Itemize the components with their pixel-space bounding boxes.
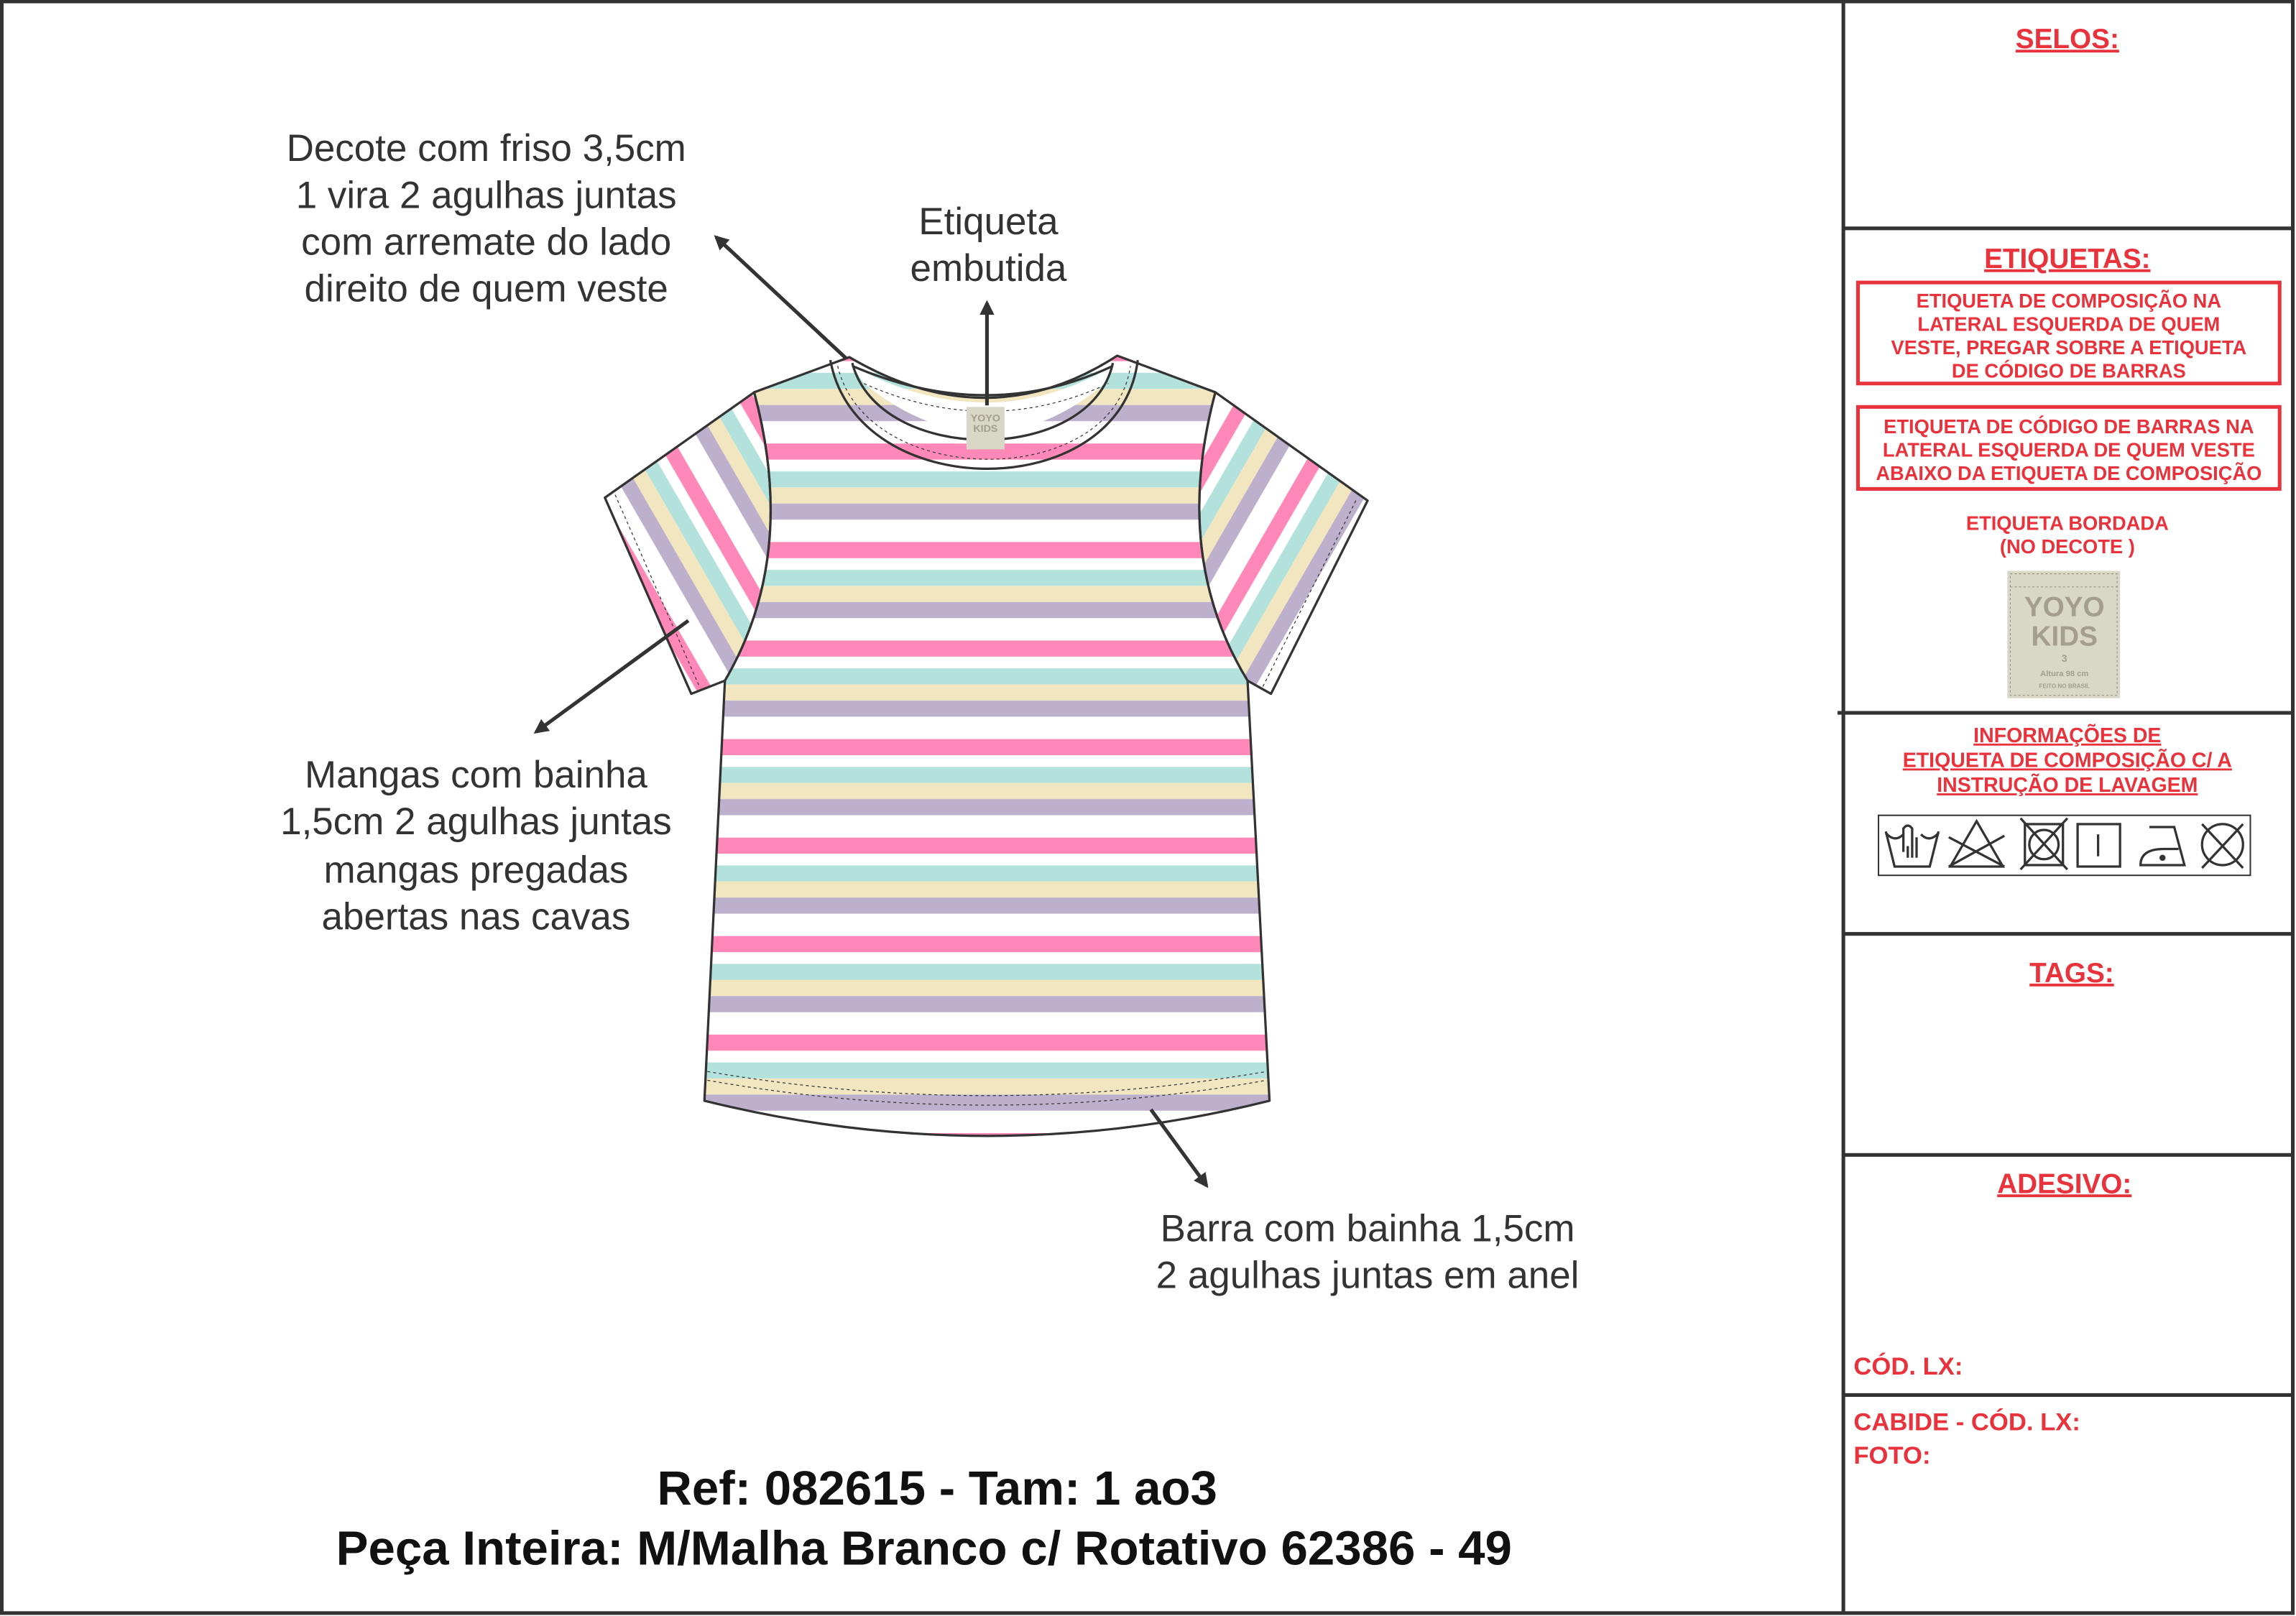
info-line: INFORMAÇÕES DE [1973,724,2161,747]
hem-annotation: Barra com bainha 1,5cm 2 agulhas juntas … [1156,1207,1580,1296]
care-symbols [1878,814,2251,877]
brand-label-height: Altura 98 cm [2040,670,2088,678]
neck-band [829,359,1139,471]
ref-line: Ref: 082615 - Tam: 1 ao3 [657,1462,1217,1515]
sleeve-annotation: Mangas com bainha 1,5cm 2 agulhas juntas… [280,754,672,938]
brand-label-line1: YOYO [2024,592,2105,623]
svg-text:Decote com friso 3,5cm: Decote com friso 3,5cm [287,127,686,170]
box1-line: VESTE, PREGAR SOBRE A ETIQUETA [1891,336,2247,359]
svg-text:Etiqueta: Etiqueta [918,200,1059,243]
do-not-dry-clean-icon [2200,823,2244,869]
svg-text:direito de quem veste: direito de quem veste [305,268,668,310]
etiquetas-heading: ETIQUETAS: [1984,244,2150,274]
brand-label-line2: KIDS [2032,621,2098,652]
back-neck [852,366,1113,433]
neck-brand-label [966,407,1005,450]
line-dry-icon [2076,823,2121,868]
info-line: INSTRUÇÃO DE LAVAGEM [1937,774,2198,797]
bordada-line: ETIQUETA BORDADA [1966,512,2169,534]
neckline-annotation: Decote com friso 3,5cm 1 vira 2 agulhas … [287,127,686,310]
hem-arrow [1149,1108,1209,1188]
box2-line: ABAIXO DA ETIQUETA DE COMPOSIÇÃO [1876,462,2262,484]
composition-label-box [1855,280,2282,386]
svg-text:com arremate do lado: com arremate do lado [301,221,671,263]
tshirt-illustration: YOYO KIDS [604,354,1369,1137]
box1-line: ETIQUETA DE COMPOSIÇÃO NA [1917,290,2221,312]
cod-lx-label: CÓD. LX: [1853,1352,1963,1380]
hem-stitch [707,1071,1267,1096]
annotation-arrows [533,235,1209,1188]
neck-label-text: YOYO [971,413,1000,425]
hand-wash-icon [1884,824,1940,868]
bordada-line: (NO DECOTE ) [2000,535,2135,558]
cabide-label: CABIDE - CÓD. LX: [1853,1407,2080,1436]
brand-label-origin: FEITO NO BRASIL [2039,683,2090,689]
selos-heading: SELOS: [2016,24,2119,55]
svg-text:1,5cm 2 agulhas juntas: 1,5cm 2 agulhas juntas [280,800,672,843]
neck-label-text: KIDS [973,423,997,435]
svg-text:embutida: embutida [910,247,1067,290]
piece-line: Peça Inteira: M/Malha Branco c/ Rotativo… [336,1522,1512,1576]
box2-line: ETIQUETA DE CÓDIGO DE BARRAS NA [1884,415,2254,438]
svg-text:mangas pregadas: mangas pregadas [323,849,628,891]
svg-text:Mangas com bainha: Mangas com bainha [305,754,647,796]
svg-text:1 vira 2 agulhas juntas: 1 vira 2 agulhas juntas [296,174,677,216]
box1-line: DE CÓDIGO DE BARRAS [1952,360,2186,382]
box2-line: LATERAL ESQUERDA DE QUEM VESTE [1883,439,2255,461]
do-not-tumble-dry-icon [2019,817,2069,871]
svg-text:Barra com bainha 1,5cm: Barra com bainha 1,5cm [1161,1207,1575,1250]
label-annotation: Etiqueta embutida [910,200,1067,290]
barcode-label-box [1855,405,2282,491]
foto-label: FOTO: [1853,1442,1930,1469]
do-not-bleach-icon [1948,818,2006,868]
box1-line: LATERAL ESQUERDA DE QUEM [1917,313,2220,335]
brand-label-size: 3 [2062,653,2067,665]
panel-row-dividers [1837,226,2293,1397]
iron-low-icon [2139,826,2186,867]
embroidered-label: YOYO KIDS 3 Altura 98 cm FEITO NO BRASIL [2007,571,2121,698]
sleeve-arrow [533,619,690,734]
svg-text:2 agulhas juntas em anel: 2 agulhas juntas em anel [1156,1255,1580,1297]
shirt-body [703,354,1271,1137]
adesivo-heading: ADESIVO: [1997,1168,2131,1199]
neckline-arrow [714,235,848,360]
tags-heading: TAGS: [2029,958,2113,989]
svg-text:abertas nas cavas: abertas nas cavas [322,896,631,938]
info-line: ETIQUETA DE COMPOSIÇÃO C/ A [1903,749,2232,772]
